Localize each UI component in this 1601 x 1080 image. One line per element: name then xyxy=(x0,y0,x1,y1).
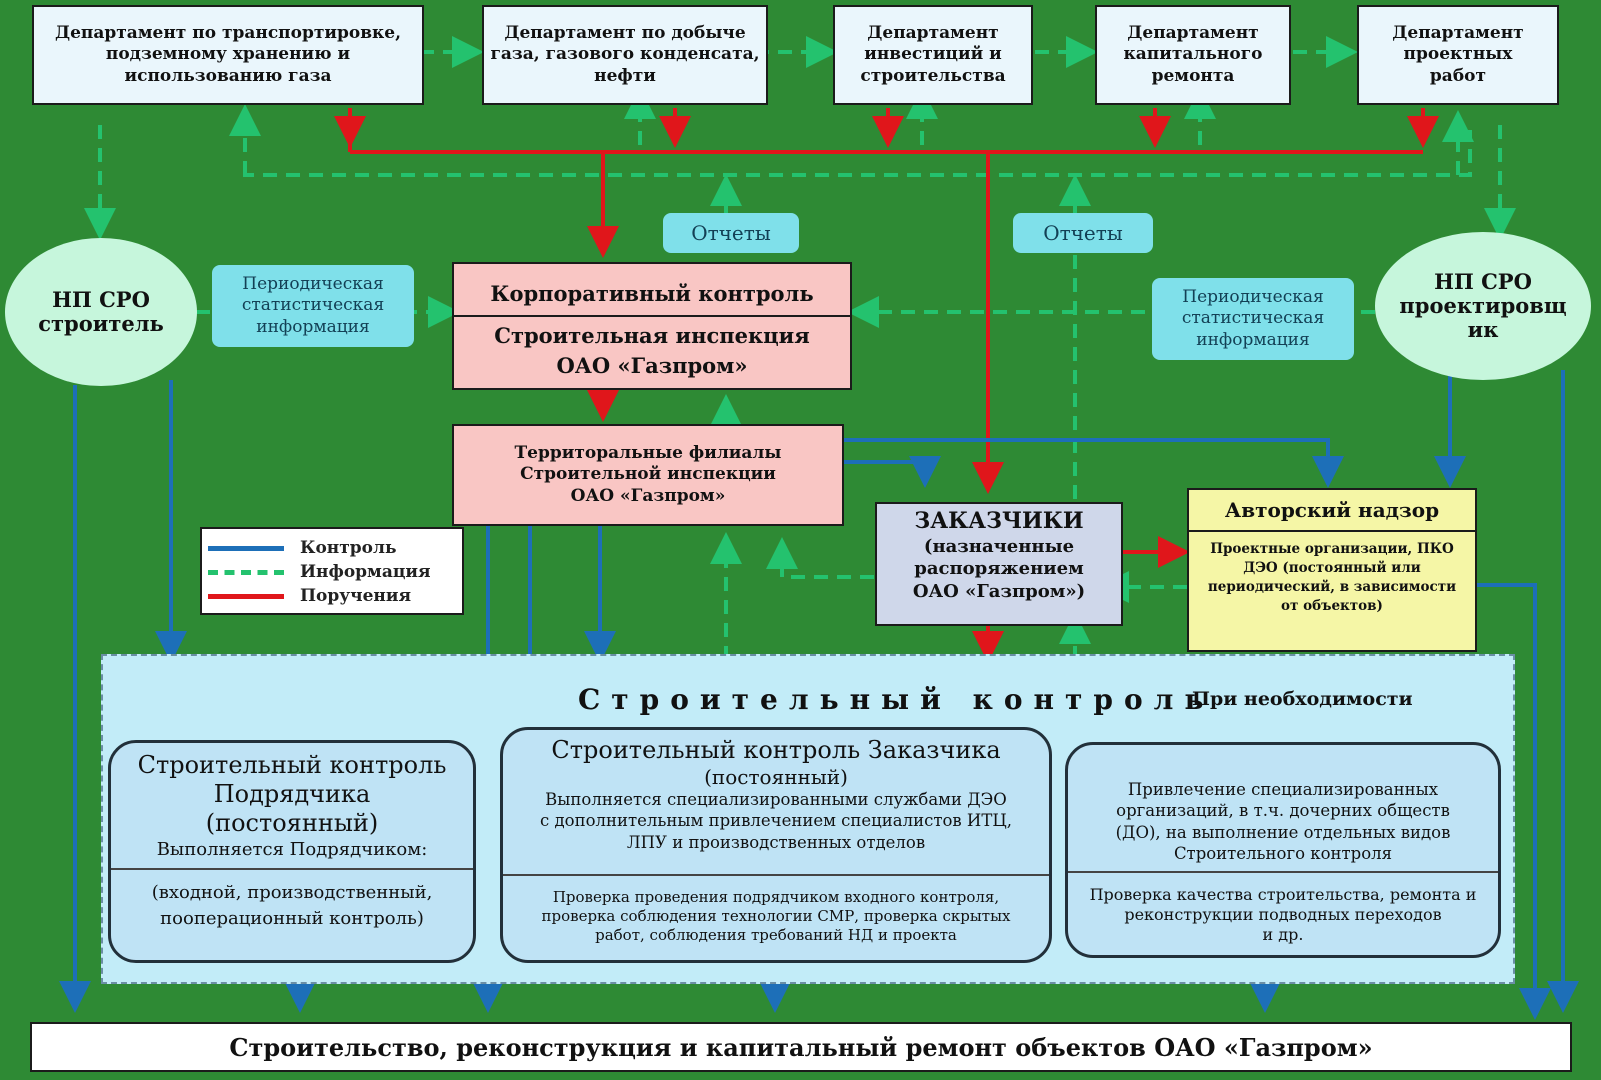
contractor-control-box: Строительный контроль Подрядчика (постоя… xyxy=(108,740,476,963)
author-supervision-box: Авторский надзор Проектные организации, … xyxy=(1187,488,1477,652)
legend: Контроль Информация Поручения xyxy=(200,527,464,615)
customers-line1: (назначенные xyxy=(923,535,1075,557)
sro-builder-oval: НП СРО строитель xyxy=(5,238,197,386)
sro-designer-oval: НП СРО проектировщ ик xyxy=(1375,232,1591,380)
periodic-info-left: Периодическая статистическая информация xyxy=(212,265,414,347)
territorial-line2: Строительной инспекции xyxy=(520,464,776,485)
special-detail-3: и др. xyxy=(1262,925,1304,944)
author-line3: периодический, в зависимости xyxy=(1207,578,1457,595)
corporate-control-box: Корпоративный контроль Строительная инсп… xyxy=(452,262,852,390)
department-transport: Департамент по транспортировке, подземно… xyxy=(32,5,424,105)
control-line xyxy=(843,456,941,488)
department-design: Департамент проектных работ xyxy=(1357,5,1559,105)
customer-sk-detail-3: работ, соблюдения требований НД и проект… xyxy=(595,925,957,944)
customer-sk-detail-2: проверка соблюдения технологии СМР, пров… xyxy=(541,906,1011,925)
author-line4: от объектов) xyxy=(1281,597,1383,614)
contractor-title-3: (постоянный) xyxy=(205,808,379,837)
specialized-organizations-box: Привлечение специализированных организац… xyxy=(1065,742,1501,958)
when-needed-label: При необходимости xyxy=(1192,688,1413,710)
legend-info: Информация xyxy=(208,561,456,583)
territorial-branches-box: Территоральные филиалы Строительной инсп… xyxy=(452,424,844,526)
customer-sk-line2: с дополнительным привлечением специалист… xyxy=(540,811,1012,831)
contractor-performed: Выполняется Подрядчиком: xyxy=(156,839,428,861)
control-line xyxy=(843,438,1344,488)
legend-orders: Поручения xyxy=(208,585,456,607)
legend-info-label: Информация xyxy=(300,562,431,582)
territorial-line1: Территоральные филиалы xyxy=(514,443,782,464)
special-line1: Привлечение специализированных xyxy=(1127,780,1439,799)
contractor-title-2: Подрядчика xyxy=(213,779,371,808)
customer-sk-detail-1: Проверка проведения подрядчиком входного… xyxy=(552,888,1000,906)
department-investment: Департамент инвестиций и строительства xyxy=(833,5,1033,105)
periodic-info-right: Периодическая статистическая информация xyxy=(1152,278,1354,360)
corporate-control-line1: Строительная инспекция xyxy=(494,322,810,348)
customers-title: ЗАКАЗЧИКИ xyxy=(914,508,1084,534)
info-line xyxy=(243,130,1472,177)
territorial-line3: ОАО «Газпром» xyxy=(570,485,726,506)
customer-control-box: Строительный контроль Заказчика (постоян… xyxy=(500,727,1052,963)
corporate-control-line2: ОАО «Газпром» xyxy=(556,353,748,378)
customers-box: ЗАКАЗЧИКИ (назначенные распоряжением ОАО… xyxy=(875,502,1123,626)
department-capital-repair: Департамент капитального ремонта xyxy=(1095,5,1291,105)
corporate-control-title: Корпоративный контроль xyxy=(454,273,850,317)
special-detail-2: реконструкции подводных переходов xyxy=(1124,905,1442,924)
special-line4: Строительного контроля xyxy=(1173,844,1393,864)
reports-label-right: Отчеты xyxy=(1013,213,1153,253)
construction-control-title: Строительный контроль xyxy=(578,683,1215,716)
contractor-detail-1: (входной, производственный, xyxy=(151,882,433,903)
construction-objects-label: Строительство, реконструкция и капитальн… xyxy=(229,1032,1373,1062)
reports-label-left: Отчеты xyxy=(663,213,799,253)
info-line xyxy=(766,537,874,579)
department-production: Департамент по добыче газа, газового кон… xyxy=(482,5,768,105)
author-line2: ДЭО (постоянный или xyxy=(1243,559,1421,576)
customers-line3: ОАО «Газпром») xyxy=(912,580,1086,602)
customer-sk-line1: Выполняется специализированными службами… xyxy=(545,789,1007,809)
author-supervision-title: Авторский надзор xyxy=(1189,490,1475,532)
contractor-title-1: Строительный контроль xyxy=(137,751,447,779)
customers-line2: распоряжением xyxy=(914,558,1084,579)
customer-sk-line3: ЛПУ и производственных отделов xyxy=(626,832,926,852)
legend-orders-label: Поручения xyxy=(300,586,412,606)
customer-sk-permanent: (постоянный) xyxy=(704,764,848,789)
author-line1: Проектные организации, ПКО xyxy=(1210,541,1454,557)
contractor-detail-2: пооперационный контроль) xyxy=(160,908,424,930)
special-detail-1: Проверка качества строительства, ремонта… xyxy=(1089,885,1477,904)
special-line3: (ДО), на выполнение отдельных видов xyxy=(1115,822,1451,842)
legend-control: Контроль xyxy=(208,537,456,559)
special-line2: организаций, в т.ч. дочерних обществ xyxy=(1116,801,1450,821)
legend-control-label: Контроль xyxy=(300,538,397,558)
customer-sk-title: Строительный контроль Заказчика xyxy=(551,736,1001,764)
construction-objects-bar: Строительство, реконструкция и капитальн… xyxy=(30,1022,1572,1072)
